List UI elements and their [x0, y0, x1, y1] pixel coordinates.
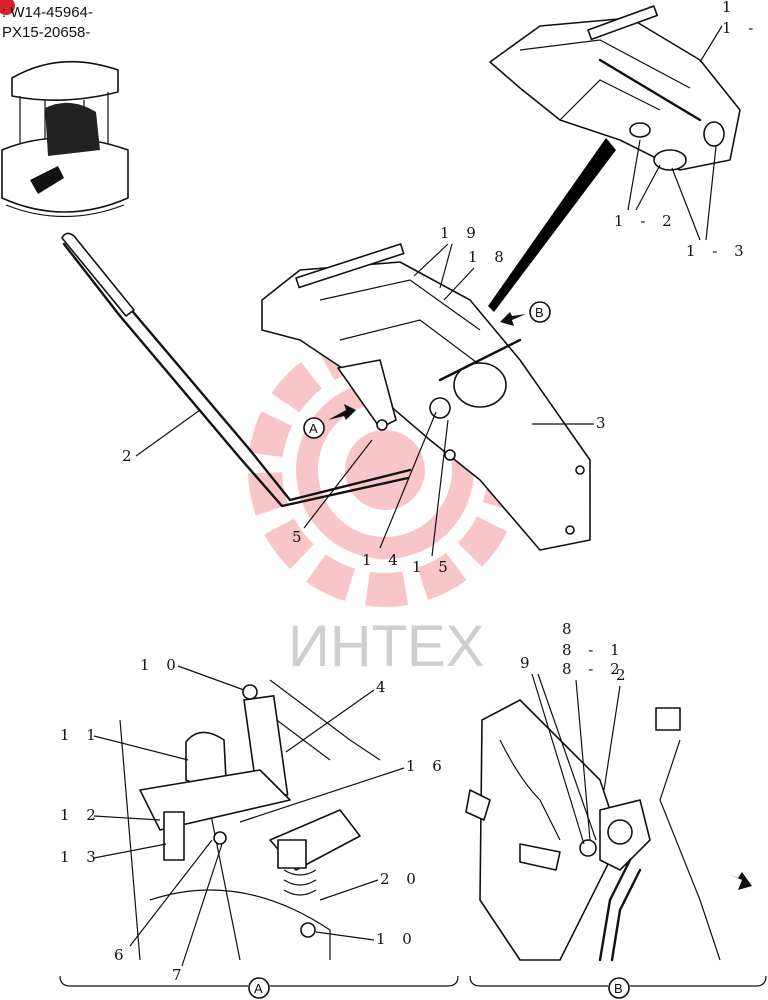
label-b-2: 2 — [616, 666, 632, 684]
view-a-marker-label: A — [309, 421, 318, 436]
view-b-caption: B — [614, 981, 623, 996]
label-b-8-2: 8 - 2 — [562, 660, 626, 678]
label-14: 1 4 — [362, 551, 404, 569]
detail-view-b — [465, 699, 721, 962]
label-1-2: 1 - 2 — [614, 212, 678, 230]
view-b-marker — [529, 301, 551, 323]
label-a-20: 2 0 — [380, 870, 422, 888]
view-a-bracket — [59, 975, 459, 987]
label-a-10-top: 1 0 — [140, 656, 182, 674]
label-5: 5 — [292, 528, 308, 546]
pointer-wedge — [488, 138, 616, 312]
view-b-bracket — [469, 975, 767, 987]
label-b-8-1: 8 - 1 — [562, 641, 626, 659]
watermark-text: ИНТЕХ — [288, 614, 484, 679]
label-2: 2 — [122, 447, 138, 465]
lever-assembly-main — [61, 232, 591, 551]
label-a-6: 6 — [114, 946, 130, 964]
pivot-bushing — [429, 397, 451, 419]
label-1: 1 — [722, 0, 738, 16]
label-18: 1 8 — [468, 248, 510, 266]
view-a-caption-marker — [248, 977, 270, 999]
bracket-assembly-detail — [489, 5, 741, 171]
label-15: 1 5 — [412, 558, 454, 576]
label-1-3: 1 - 3 — [686, 242, 750, 260]
label-b-9: 9 — [520, 654, 536, 672]
detail-view-a — [119, 679, 381, 961]
label-a-12: 1 2 — [60, 806, 102, 824]
header-badge-icon — [0, 0, 15, 15]
label-a-10-bottom: 1 0 — [376, 930, 418, 948]
label-3: 3 — [596, 414, 612, 432]
label-a-11: 1 1 — [60, 726, 102, 744]
adjusting-nut — [579, 839, 597, 857]
view-b-marker-label: B — [535, 305, 544, 320]
serial-number-2: PX15-20658- — [2, 24, 90, 41]
machine-cab-thumbnail — [1, 60, 129, 218]
bracket-plate — [479, 699, 621, 961]
bushing-1-2 — [629, 122, 651, 138]
view-b-caption-marker — [608, 977, 630, 999]
view-a-marker — [303, 417, 325, 439]
label-a-13: 1 3 — [60, 848, 102, 866]
label-a-4: 4 — [376, 678, 392, 696]
label-19: 1 9 — [440, 224, 482, 242]
view-b-arrow-icon — [500, 312, 526, 326]
serial-number-1: : W14-45964- — [2, 4, 93, 21]
label-a-16: 1 6 — [406, 757, 448, 775]
bushing-1-3 — [653, 149, 687, 171]
label-1-1: 1 - 1 — [722, 19, 768, 37]
view-a-caption: A — [254, 981, 263, 996]
label-a-7: 7 — [172, 966, 188, 984]
direction-arrow-icon — [728, 872, 752, 890]
view-a-arrow-icon — [328, 404, 356, 420]
label-b-8: 8 — [562, 620, 578, 638]
